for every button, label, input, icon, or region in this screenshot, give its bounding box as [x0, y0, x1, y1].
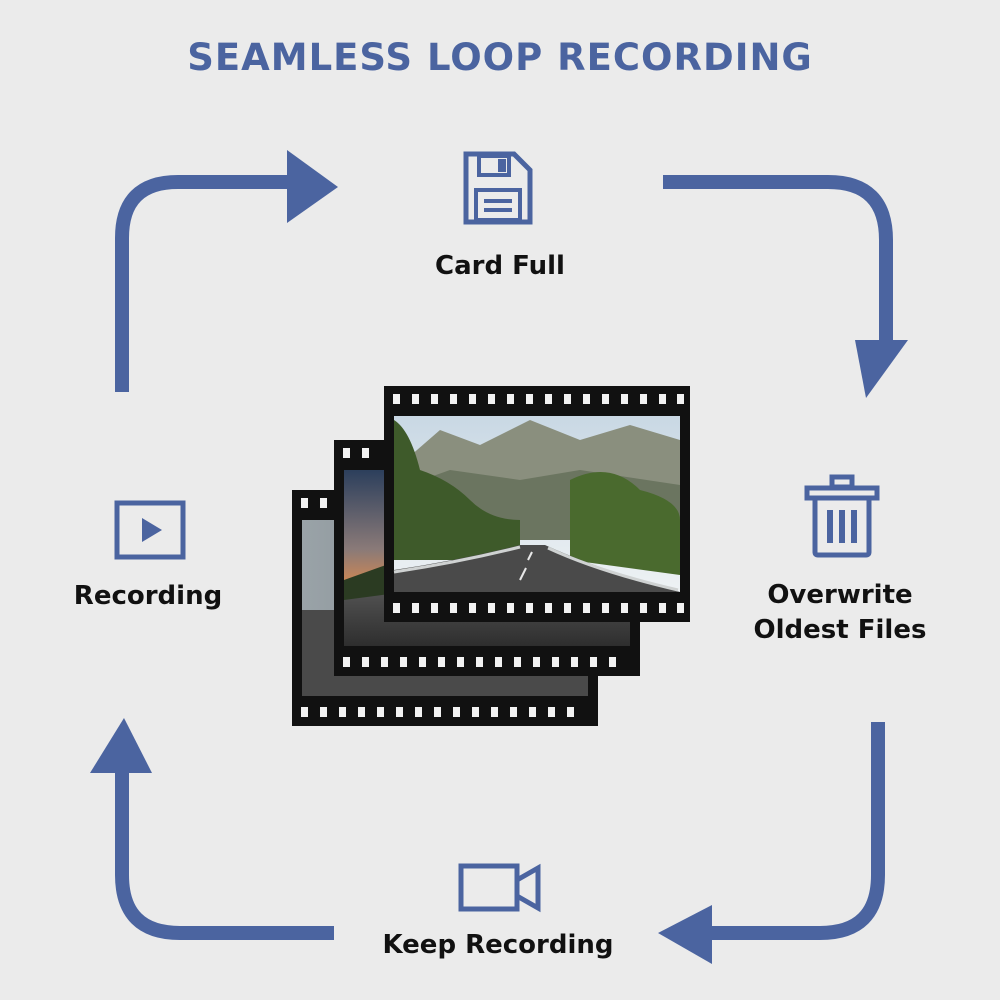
arrowhead-up: [90, 718, 152, 773]
arrow-overwrite-to-keep-recording: [705, 722, 885, 940]
arrow-recording-to-card-full: [115, 175, 292, 392]
card-full-label: Card Full: [435, 251, 565, 281]
arrow-card-full-to-overwrite: [663, 175, 893, 342]
arrow-keep-recording-to-recording: [115, 770, 334, 940]
overwrite-label: Overwrite Oldest Files: [730, 578, 950, 648]
arrowhead-left: [658, 905, 712, 964]
floppy-disk-icon: [462, 150, 534, 226]
keep-recording-label: Keep Recording: [382, 930, 614, 960]
play-button-icon: [114, 500, 186, 560]
arrowhead-down: [855, 340, 908, 398]
film-frame-front: [384, 386, 690, 622]
overwrite-label-line-1: Overwrite: [767, 580, 913, 610]
recording-label: Recording: [73, 581, 223, 611]
diagram-title: SEAMLESS LOOP RECORDING: [187, 36, 813, 79]
trash-can-icon: [804, 474, 880, 558]
video-camera-icon: [458, 863, 542, 913]
overwrite-label-line-2: Oldest Files: [753, 615, 927, 645]
arrowhead-right: [287, 150, 338, 223]
